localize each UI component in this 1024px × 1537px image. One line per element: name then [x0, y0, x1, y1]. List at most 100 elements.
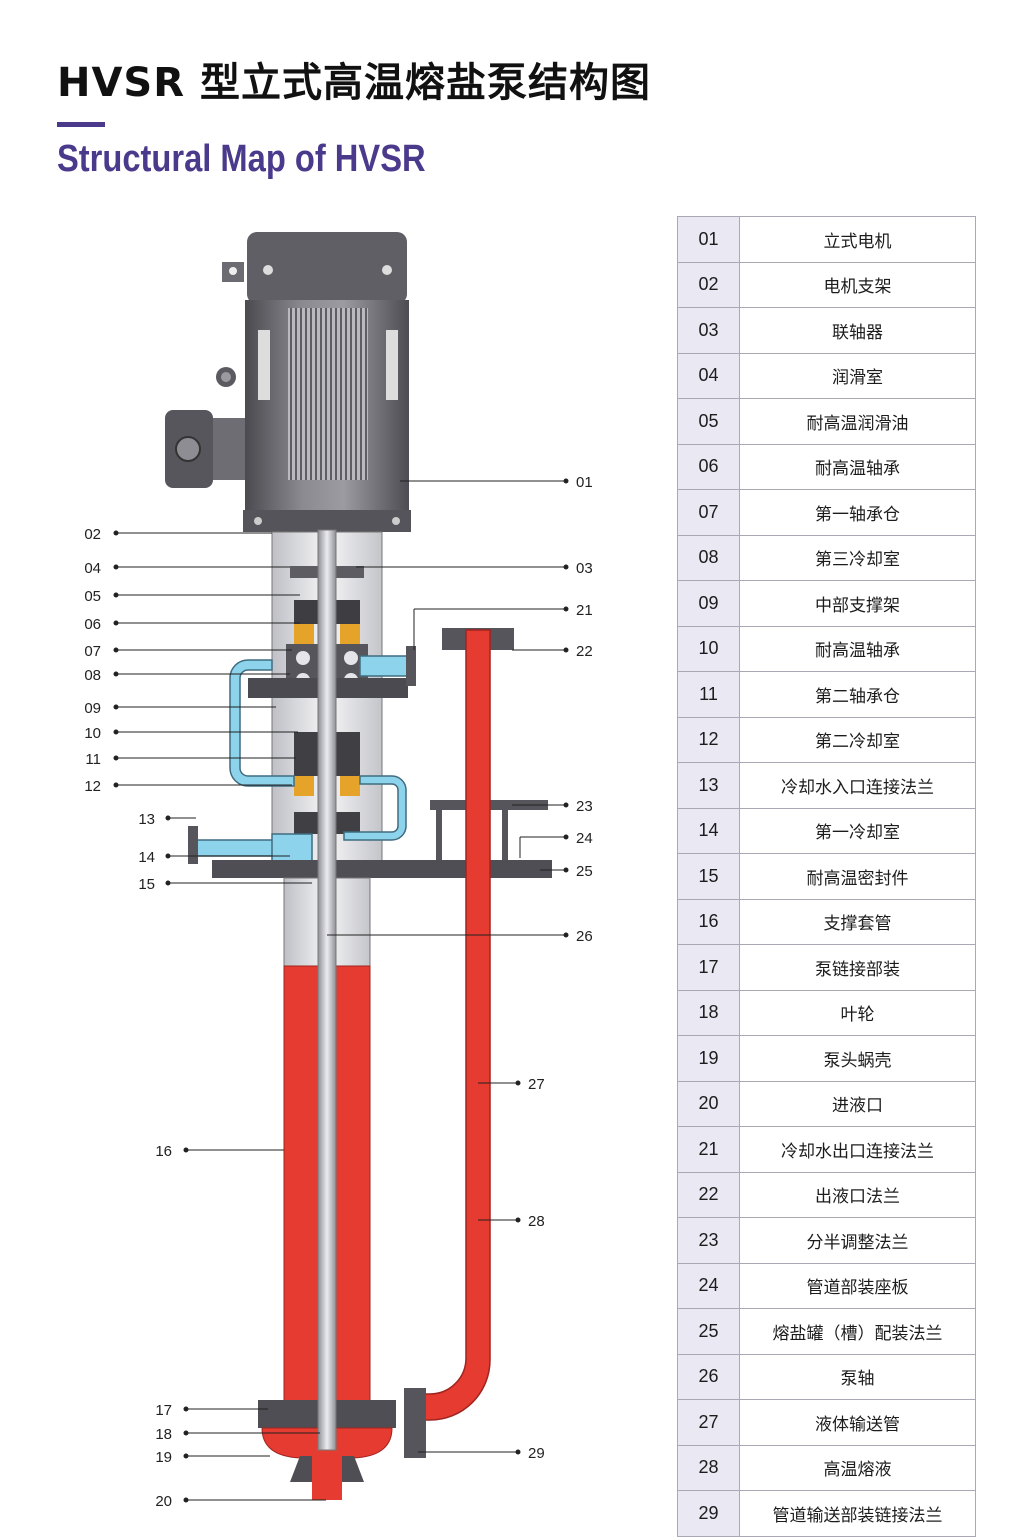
callout-22: 22 — [576, 643, 593, 660]
callout-12: 12 — [84, 778, 101, 795]
part-name: 分半调整法兰 — [739, 1217, 976, 1264]
part-number: 18 — [677, 989, 740, 1036]
part-number: 17 — [677, 944, 740, 991]
part-number: 06 — [677, 443, 740, 490]
part-name: 电机支架 — [739, 261, 976, 308]
part-name: 中部支撑架 — [739, 580, 976, 627]
part-number: 09 — [677, 580, 740, 627]
part-number: 12 — [677, 716, 740, 763]
part-number: 01 — [677, 216, 740, 263]
callout-28: 28 — [528, 1213, 545, 1230]
part-number: 27 — [677, 1399, 740, 1446]
callout-08: 08 — [84, 667, 101, 684]
part-name: 第三冷却室 — [739, 534, 976, 581]
title-divider — [57, 122, 105, 127]
callout-02: 02 — [84, 526, 101, 543]
callout-01: 01 — [576, 474, 593, 491]
part-name: 第一轴承仓 — [739, 489, 976, 536]
part-number: 19 — [677, 1035, 740, 1082]
callout-21: 21 — [576, 602, 593, 619]
part-number: 26 — [677, 1353, 740, 1400]
part-name: 联轴器 — [739, 307, 976, 354]
part-number: 25 — [677, 1308, 740, 1355]
callout-15: 15 — [138, 876, 155, 893]
part-name: 耐高温密封件 — [739, 853, 976, 900]
callout-07: 07 — [84, 643, 101, 660]
page-title: HVSR 型立式高温熔盐泵结构图 — [57, 60, 651, 106]
callout-03: 03 — [576, 560, 593, 577]
part-number: 20 — [677, 1080, 740, 1127]
callout-19: 19 — [155, 1449, 172, 1466]
part-number: 02 — [677, 261, 740, 308]
part-number: 21 — [677, 1126, 740, 1173]
pump-structure-diagram: 02 04 05 06 07 08 09 10 11 12 13 14 15 1… — [84, 232, 593, 1510]
callout-27: 27 — [528, 1076, 545, 1093]
callout-16: 16 — [155, 1143, 172, 1160]
part-name: 立式电机 — [739, 216, 976, 263]
coolant-circuit — [193, 655, 415, 863]
part-number: 28 — [677, 1444, 740, 1491]
part-name: 第二冷却室 — [739, 716, 976, 763]
part-name: 液体输送管 — [739, 1399, 976, 1446]
part-number: 22 — [677, 1171, 740, 1218]
callout-13: 13 — [138, 811, 155, 828]
callout-24: 24 — [576, 830, 593, 847]
callout-20: 20 — [155, 1493, 172, 1510]
callout-18: 18 — [155, 1426, 172, 1443]
part-name: 第二轴承仓 — [739, 671, 976, 718]
callout-23: 23 — [576, 798, 593, 815]
part-number: 08 — [677, 534, 740, 581]
part-name: 泵链接部装 — [739, 944, 976, 991]
part-name: 第一冷却室 — [739, 807, 976, 854]
callout-10: 10 — [84, 725, 101, 742]
part-name: 耐高温润滑油 — [739, 398, 976, 445]
part-number: 07 — [677, 489, 740, 536]
callout-05: 05 — [84, 588, 101, 605]
part-number: 16 — [677, 898, 740, 945]
part-number: 05 — [677, 398, 740, 445]
part-name: 进液口 — [739, 1080, 976, 1127]
part-number: 10 — [677, 625, 740, 672]
part-number: 13 — [677, 762, 740, 809]
part-number: 23 — [677, 1217, 740, 1264]
callout-labels-left: 02 04 05 06 07 08 09 10 11 12 13 14 15 1… — [84, 526, 172, 1510]
leader-lines — [113, 478, 569, 1503]
part-name: 熔盐罐（槽）配装法兰 — [739, 1308, 976, 1355]
part-name: 叶轮 — [739, 989, 976, 1036]
part-number: 15 — [677, 853, 740, 900]
part-name: 管道部装座板 — [739, 1262, 976, 1309]
part-name: 支撑套管 — [739, 898, 976, 945]
part-number: 11 — [677, 671, 740, 718]
outlet-pipe — [404, 628, 514, 1458]
part-number: 29 — [677, 1490, 740, 1537]
callout-06: 06 — [84, 616, 101, 633]
part-name: 润滑室 — [739, 352, 976, 399]
part-number: 24 — [677, 1262, 740, 1309]
pump-shaft — [317, 529, 337, 1451]
